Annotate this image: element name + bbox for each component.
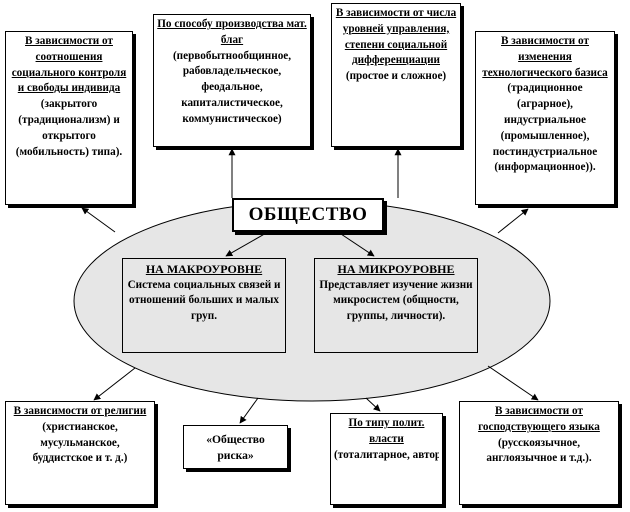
bottom-box-3-text: (тоталитарное, авторитарное, демократиче… [334, 448, 439, 461]
arrow-to-bottom-2 [239, 397, 259, 424]
top-box-1-title: В зависимости от соотношения социального… [11, 35, 127, 95]
micro-level-text: Представляет изучение жизни микросистем … [319, 278, 473, 322]
bottom-box-4-title: В зависимости от господствующего языка [478, 405, 600, 433]
micro-level-title: НА МИКРОУРОВНЕ [337, 262, 455, 276]
arrow-to-top-4 [497, 208, 529, 234]
top-box-management-levels: В зависимости от числа уровней управлени… [331, 3, 461, 147]
top-box-2-title: По способу производства мат. благ [157, 18, 307, 46]
arrow-to-bottom-4 [487, 365, 539, 401]
arrow-to-micro [337, 231, 375, 257]
bottom-box-risk-society: «Общество риска» [183, 425, 288, 469]
micro-level-box: НА МИКРОУРОВНЕ Представляет изучение жиз… [314, 258, 478, 353]
bottom-box-language: В зависимости от господствующего языка (… [459, 401, 619, 505]
bottom-box-political-power: По типу полит. власти (тоталитарное, авт… [330, 413, 443, 505]
bottom-box-religion: В зависимости от религии (христианское, … [5, 401, 155, 505]
macro-level-box: НА МАКРОУРОВНЕ Система социальных связей… [122, 258, 286, 353]
society-label: ОБЩЕСТВО [232, 198, 384, 232]
top-box-2-text: (первобытнообщинное, рабовладельческое, … [172, 49, 292, 125]
arrow-to-bottom-1 [93, 367, 136, 401]
arrow-to-top-1 [81, 207, 116, 233]
top-box-3-title: В зависимости от числа уровней управлени… [335, 7, 457, 67]
top-box-1-text: (закрытого (традиционализм) и открытого … [15, 98, 123, 158]
bottom-box-2-text: «Общество риска» [206, 433, 265, 462]
top-box-4-text: (традиционное (аграрное), индустриальное… [492, 82, 598, 174]
bottom-box-1-text: (христианское, мусульманское, буддистско… [32, 420, 128, 465]
top-box-technology: В зависимости от изменения технологическ… [475, 31, 615, 205]
top-box-4-title: В зависимости от изменения технологическ… [482, 35, 608, 79]
top-box-social-control: В зависимости от соотношения социального… [5, 31, 133, 205]
bottom-box-1-title: В зависимости от религии [13, 405, 147, 417]
top-box-production: По способу производства мат. благ (перво… [153, 14, 311, 147]
bottom-box-4-text: (русскоязычное, англоязычное и т.д.). [486, 436, 592, 465]
macro-level-text: Система социальных связей и отношений бо… [127, 278, 281, 322]
top-box-3-text: (простое и сложное) [345, 70, 447, 83]
arrow-to-macro [225, 231, 269, 257]
bottom-box-3-title: По типу полит. власти [348, 417, 425, 445]
macro-level-title: НА МАКРОУРОВНЕ [145, 262, 263, 276]
arrow-to-bottom-3 [365, 397, 381, 412]
